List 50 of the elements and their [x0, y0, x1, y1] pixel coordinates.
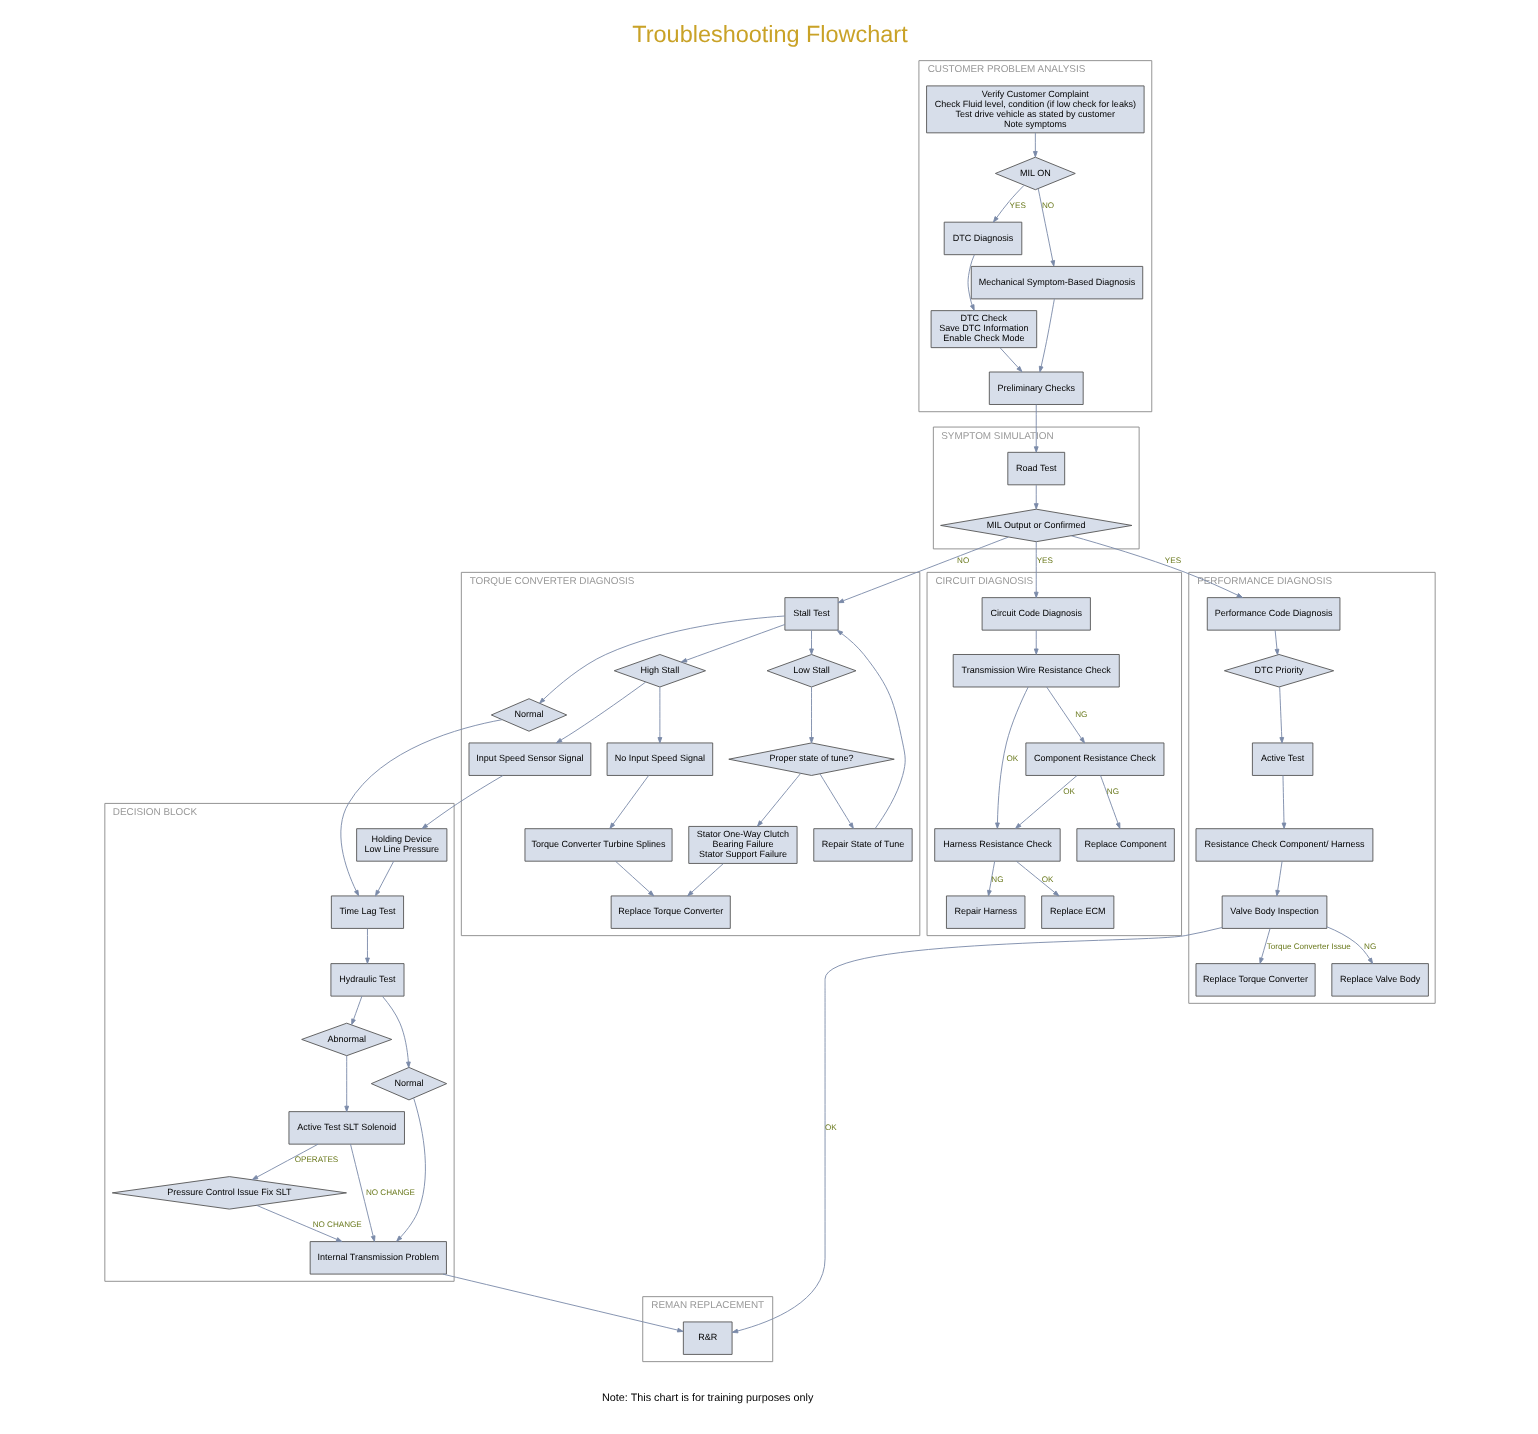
arrow: [381, 996, 410, 1068]
arrow: [538, 615, 785, 704]
arrow: [1036, 188, 1055, 267]
arrow: [1099, 775, 1120, 829]
arrow: [756, 773, 800, 827]
arrow: [1273, 629, 1279, 656]
arrow: [1280, 775, 1286, 829]
arrow: [608, 775, 649, 829]
arrow: [554, 681, 646, 744]
arrow: [1032, 484, 1038, 510]
arrow: [730, 927, 1222, 1334]
arrow: [818, 773, 853, 829]
arrow: [343, 1055, 349, 1113]
arrow: [350, 995, 362, 1026]
arrow: [1032, 404, 1038, 453]
arrow: [998, 347, 1022, 373]
arrow: [374, 860, 394, 897]
arrow: [1014, 775, 1077, 829]
arrow: [1032, 132, 1037, 158]
arrow: [1274, 860, 1282, 897]
arrow: [1278, 686, 1284, 744]
diagram-title: Troubleshooting Flowchart: [631, 22, 907, 49]
arrow: [808, 686, 813, 744]
arrow: [994, 686, 1028, 829]
arrow: [808, 629, 813, 655]
arrow: [835, 629, 905, 829]
arrow: [339, 719, 502, 897]
arrow: [1258, 928, 1270, 964]
arrow: [1015, 860, 1059, 897]
arrow: [1325, 926, 1373, 965]
arrow: [255, 1204, 342, 1242]
arrow: [349, 1143, 375, 1242]
arrow: [1069, 535, 1242, 598]
arrow: [614, 860, 654, 897]
arrow: [441, 1273, 683, 1333]
arrow: [1037, 298, 1054, 373]
arrow: [966, 254, 974, 311]
arrow: [364, 928, 369, 964]
arrow: [679, 624, 785, 663]
arrow: [656, 686, 662, 744]
arrow: [992, 184, 1024, 223]
arrow: [1032, 541, 1038, 599]
arrow: [686, 863, 723, 897]
arrow: [836, 536, 1008, 604]
arrow: [1032, 629, 1038, 655]
arrow: [1045, 686, 1084, 744]
arrow: [420, 775, 503, 829]
arrow: [986, 860, 995, 897]
arrow: [395, 1097, 425, 1242]
arrow: [250, 1143, 318, 1181]
